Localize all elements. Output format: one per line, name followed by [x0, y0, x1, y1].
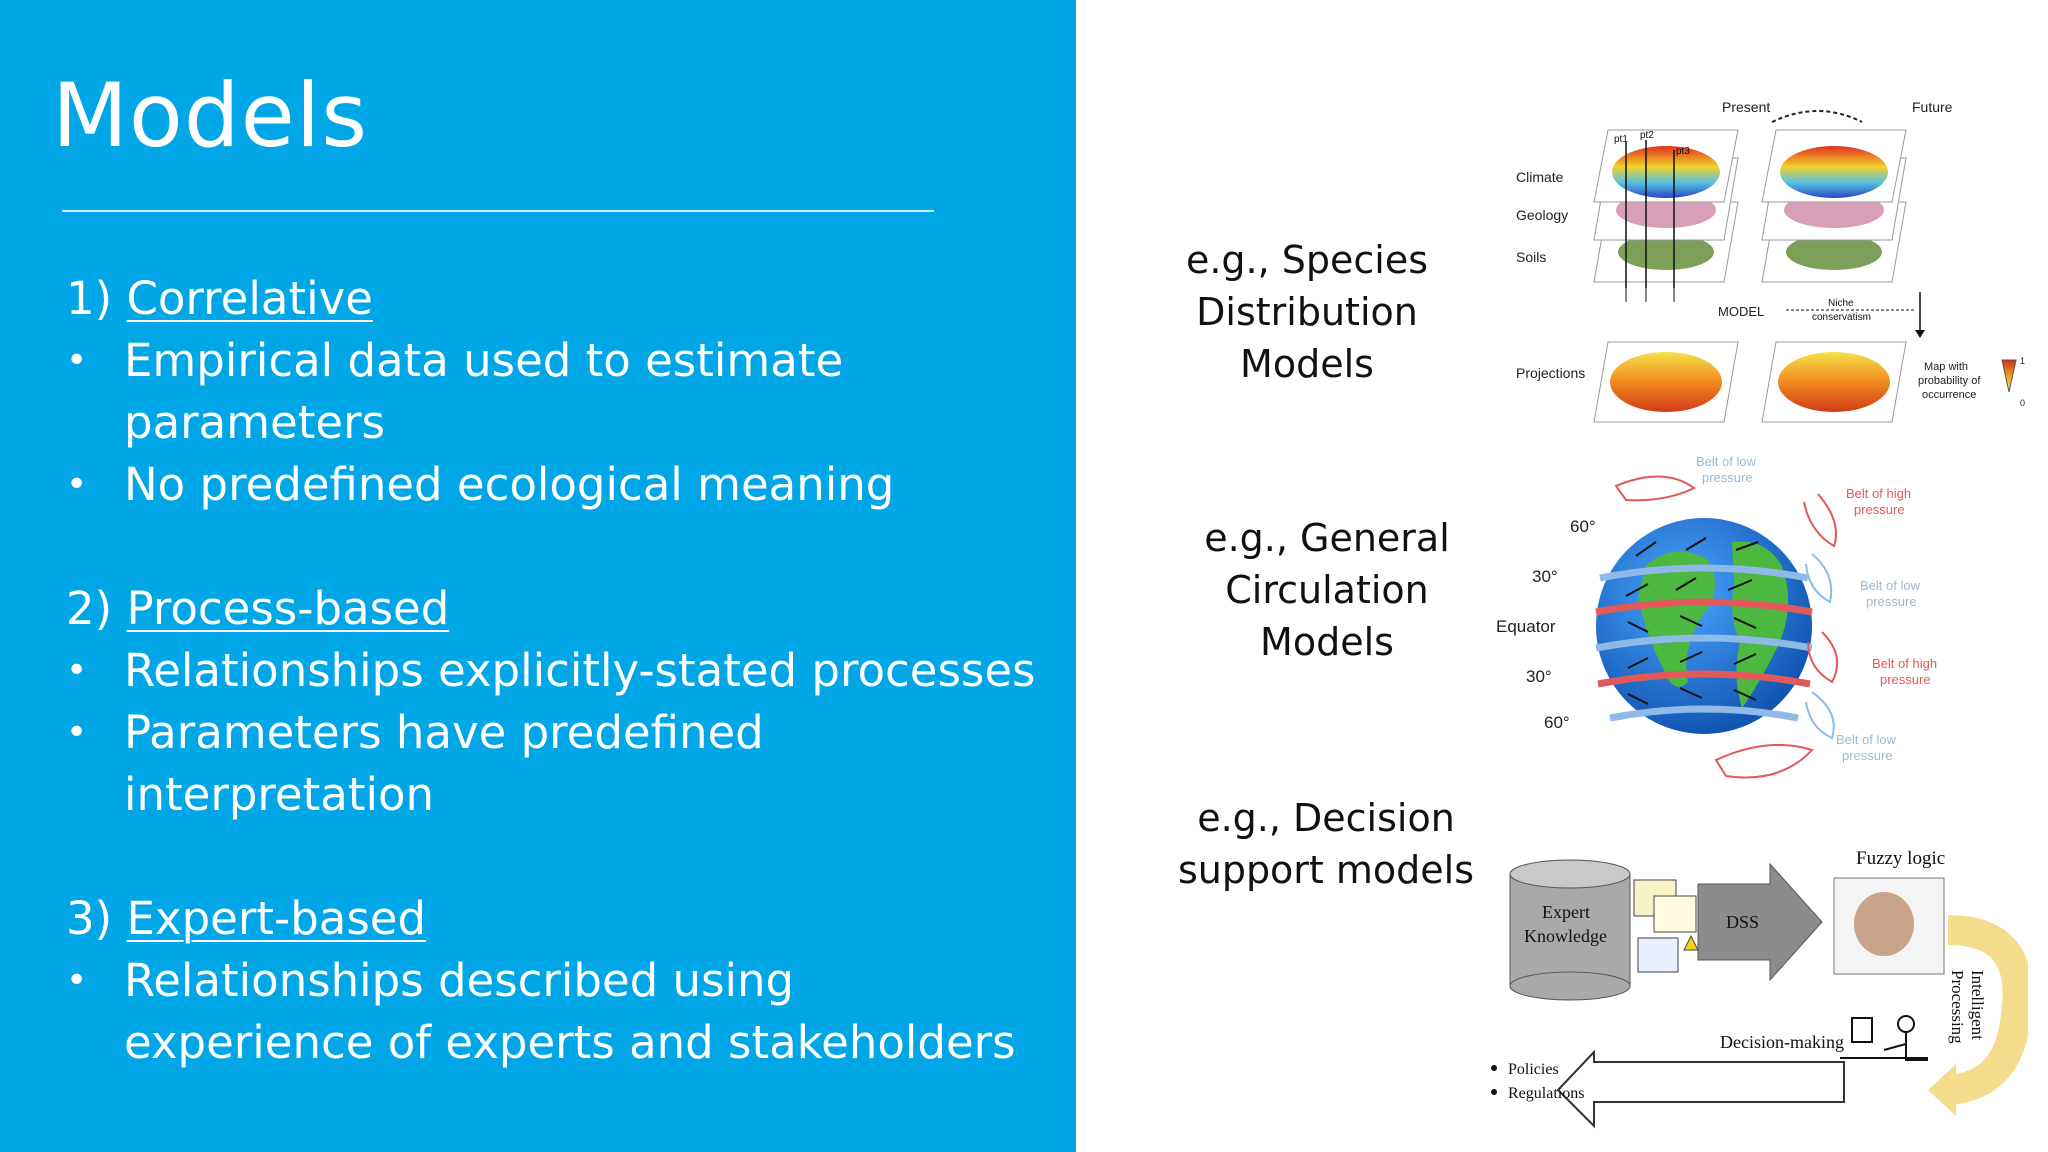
svg-text:Expert: Expert — [1542, 902, 1590, 922]
svg-text:Intelligent: Intelligent — [1968, 970, 1987, 1040]
model-name-link[interactable]: Process-based — [126, 582, 450, 635]
left-panel: Models 1) Correlative Empirical data use… — [0, 0, 1076, 1152]
landmass — [1638, 551, 1716, 687]
gcm-figure: 60° 30° Equator 30° 60° Belt of low pres… — [1496, 454, 1937, 779]
sdm-figure: Present Future Climate Geology Soils Pro… — [1516, 99, 2025, 423]
svg-text:pt1: pt1 — [1614, 134, 1628, 145]
soils-label: Soils — [1516, 249, 1546, 265]
svg-text:pressure: pressure — [1842, 748, 1893, 763]
svg-text:Belt of low: Belt of low — [1696, 454, 1757, 469]
model-item-process-based: 2) Process-based Relationships explicitl… — [66, 578, 1056, 826]
svg-text:DSS: DSS — [1726, 912, 1759, 932]
climate-label: Climate — [1516, 169, 1564, 185]
model-label: MODEL — [1718, 304, 1764, 319]
computer-icon — [1851, 1017, 1873, 1043]
caption-sdm: e.g., Species Distribution Models — [1185, 238, 1429, 386]
svg-text:Knowledge: Knowledge — [1524, 926, 1607, 946]
regulations-item: Regulations — [1508, 1085, 1584, 1102]
bullet-item: Relationships explicitly-stated processe… — [66, 640, 1056, 702]
decision-arrow — [1556, 1049, 1845, 1129]
low-pressure-band — [1609, 705, 1799, 722]
brain-icon — [1854, 892, 1914, 956]
svg-text:Belt of low: Belt of low — [1860, 578, 1921, 593]
svg-text:Processing: Processing — [1948, 970, 1967, 1044]
model-item-expert-based: 3) Expert-based Relationships described … — [66, 888, 1056, 1074]
svg-text:pressure: pressure — [1880, 672, 1931, 687]
dss-figure: Expert Knowledge DSS Fuzzy logic Intelli… — [1491, 848, 2028, 1129]
policies-item: Policies — [1508, 1061, 1559, 1078]
expert-knowledge-cylinder — [1509, 873, 1631, 987]
svg-text:Belt of low: Belt of low — [1836, 732, 1897, 747]
svg-text:0: 0 — [2020, 398, 2025, 408]
person-icon — [1897, 1015, 1915, 1033]
low-pressure-band — [1599, 564, 1809, 582]
svg-text:Belt of high: Belt of high — [1846, 486, 1911, 501]
latitude-30s: 30° — [1526, 667, 1552, 686]
svg-text:Niche: Niche — [1828, 298, 1854, 309]
present-future-arrow — [1771, 110, 1863, 123]
future-label: Future — [1912, 99, 1953, 115]
model-name-link[interactable]: Expert-based — [126, 892, 427, 945]
bullet-item: Empirical data used to estimate paramete… — [66, 330, 1056, 454]
svg-text:occurrence: occurrence — [1922, 389, 1976, 401]
latitude-60s: 60° — [1544, 713, 1570, 732]
svg-text:pressure: pressure — [1854, 502, 1905, 517]
svg-text:pressure: pressure — [1702, 470, 1753, 485]
model-list: 1) Correlative Empirical data used to es… — [66, 268, 1056, 1074]
chart-icon — [1637, 937, 1679, 973]
dss-arrow — [1697, 862, 1823, 982]
warning-icon — [1683, 934, 1699, 951]
latitude-60n: 60° — [1570, 517, 1596, 536]
geology-label: Geology — [1516, 207, 1568, 223]
probability-scale — [2001, 359, 2017, 393]
model-number: 1) — [66, 272, 113, 325]
svg-text:Map with: Map with — [1924, 361, 1968, 373]
equator-label: Equator — [1496, 617, 1556, 636]
bullet-item: Parameters have predefined interpretatio… — [66, 702, 1056, 826]
processing-arrow — [1946, 915, 2028, 1105]
caption-gcm: e.g., General Circulation Models — [1204, 516, 1450, 664]
svg-text:conservatism: conservatism — [1812, 312, 1871, 323]
present-label: Present — [1722, 99, 1770, 115]
equator-band — [1595, 634, 1813, 652]
svg-text:probability of: probability of — [1918, 375, 1981, 387]
svg-text:pt3: pt3 — [1676, 146, 1690, 157]
svg-text:pressure: pressure — [1866, 594, 1917, 609]
latitude-30n: 30° — [1532, 567, 1558, 586]
svg-text:Belt of high: Belt of high — [1872, 656, 1937, 671]
right-panel: e.g., Species Distribution Models e.g., … — [1076, 0, 2048, 1152]
bullet-item: Relationships described using experience… — [66, 950, 1056, 1074]
model-item-correlative: 1) Correlative Empirical data used to es… — [66, 268, 1056, 516]
high-pressure-band — [1595, 598, 1813, 616]
projections-label: Projections — [1516, 365, 1585, 381]
chart-icon — [1653, 895, 1697, 933]
title-divider — [62, 210, 934, 212]
high-pressure-band — [1597, 670, 1811, 688]
slide-title: Models — [52, 64, 369, 167]
svg-text:pt2: pt2 — [1640, 130, 1654, 141]
model-number: 3) — [66, 892, 113, 945]
circulation-cell — [1614, 475, 1696, 502]
model-name-link[interactable]: Correlative — [126, 272, 373, 325]
svg-text:1: 1 — [2020, 356, 2025, 366]
decision-making-label: Decision-making — [1720, 1032, 1844, 1052]
fuzzy-logic-label: Fuzzy logic — [1856, 848, 1945, 869]
bullet-item: No predefined ecological meaning — [66, 454, 1056, 516]
caption-dss: e.g., Decision support models — [1177, 796, 1475, 892]
wind-arrows — [1625, 537, 1759, 705]
model-number: 2) — [66, 582, 113, 635]
